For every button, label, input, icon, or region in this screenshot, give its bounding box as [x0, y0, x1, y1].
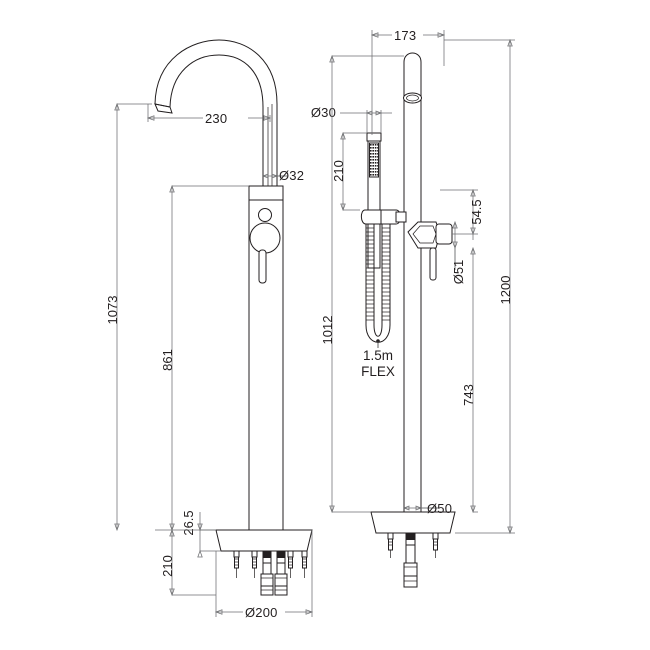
dim-handset-dia: Ø30 — [311, 105, 336, 120]
hose-label-type: FLEX — [361, 364, 395, 379]
dim-base-centre-depth: 210 — [160, 555, 175, 577]
dim-column-height: 1012 — [320, 316, 335, 345]
dim-height-to-valve: 861 — [160, 349, 175, 371]
dim-handset-length: 210 — [331, 160, 346, 182]
dim-hose-outlet-height: 743 — [461, 384, 476, 406]
dim-diverter-height: 54.5 — [469, 199, 484, 224]
dim-diverter-dia: Ø51 — [451, 260, 466, 285]
dim-spout-reach: 230 — [205, 111, 227, 126]
dim-spout-tube-dia: Ø32 — [279, 168, 304, 183]
dim-column-dia: Ø50 — [427, 501, 452, 516]
base-fixing-bolts-right — [387, 532, 439, 558]
base-fixing-bolts — [233, 550, 308, 578]
left-view-front-elevation — [154, 39, 313, 596]
handset-holder — [360, 209, 407, 225]
dim-overall-height: 1200 — [498, 276, 513, 305]
right-view-dimensions: 173 Ø30 210 54.5 — [311, 28, 515, 535]
hose-annotation: 1.5m FLEX — [361, 348, 395, 379]
supply-connector-right — [403, 532, 418, 588]
supply-pipe-connectors — [260, 550, 288, 596]
left-view-dimensions: 230 Ø32 1073 861 26.5 — [105, 102, 314, 620]
diverter-valve — [407, 221, 453, 281]
flexible-hose — [365, 224, 391, 348]
dim-handset-offset: 173 — [394, 28, 416, 43]
right-view-side-elevation — [360, 52, 456, 588]
dim-height-to-spout: 1073 — [105, 296, 120, 325]
dim-base-offset: 26.5 — [181, 510, 196, 535]
hose-label-length: 1.5m — [363, 348, 393, 363]
dim-base-dia: Ø200 — [245, 605, 278, 620]
